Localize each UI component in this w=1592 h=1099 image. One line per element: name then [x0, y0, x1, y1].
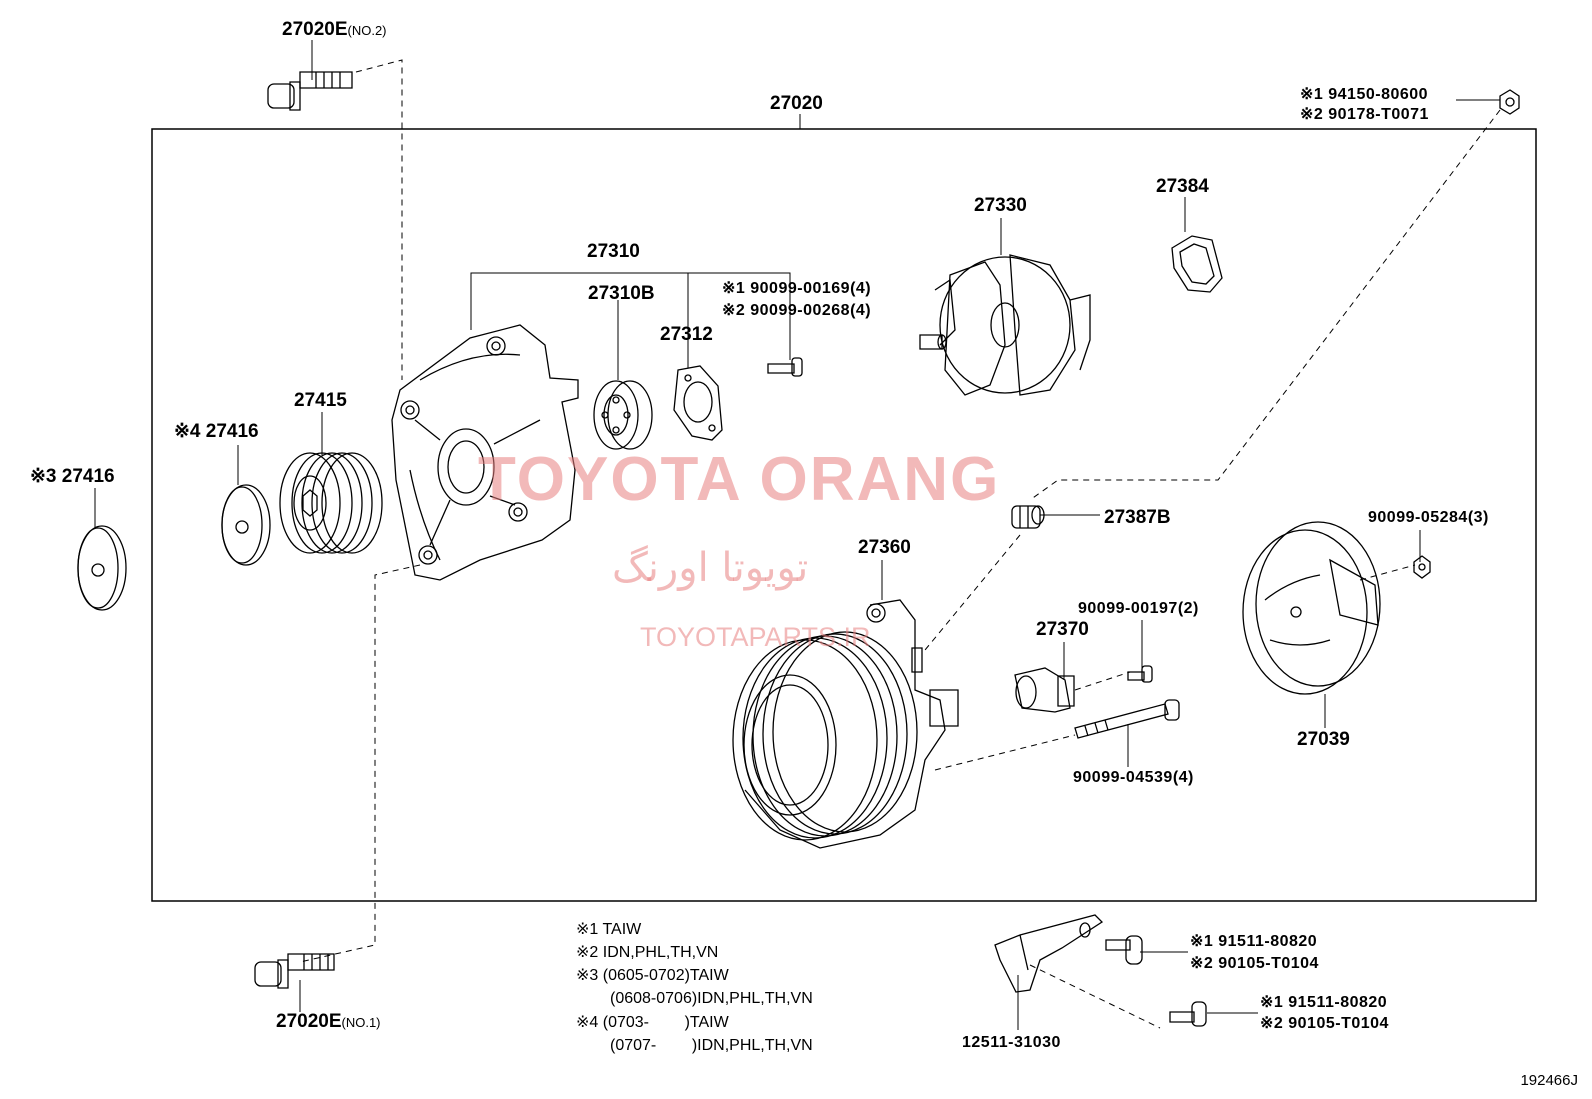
label-regulator-screw: 90099-00197(2): [1078, 600, 1199, 617]
label-cover: 27039: [1297, 729, 1350, 750]
label-screw-a2: ※2 90099-00268(4): [722, 302, 872, 319]
label-frame-b: 27310B: [588, 283, 655, 304]
label-bracket-bolt-a1: ※1 91511-80820: [1190, 933, 1318, 950]
leader-lines: [95, 40, 1500, 1030]
diagram-code: 192466J: [1520, 1072, 1578, 1089]
label-screw-r2: ※2 90178-T0071: [1300, 106, 1429, 123]
frame-screw-icon: [768, 358, 802, 376]
footnote-3b: (0608-0706)IDN,PHL,TH,VN: [610, 990, 813, 1007]
rear-cover-icon: [1243, 522, 1380, 694]
label-assembly: 27020: [770, 93, 823, 114]
label-bolt-no2: 27020E(NO.2): [282, 19, 387, 40]
label-bracket-bolt-b2: ※2 90105-T0104: [1260, 1015, 1389, 1032]
drive-end-frame-icon: [392, 325, 578, 580]
footnote-3: ※3 (0605-0702)TAIW: [576, 967, 729, 984]
washer-inner-icon: [222, 485, 270, 565]
label-terminal: 27387B: [1104, 507, 1171, 528]
stator-icon: [733, 600, 958, 848]
bolt-no2-icon: [268, 72, 352, 110]
label-pulley: 27415: [294, 390, 347, 411]
label-frame: 27310: [587, 241, 640, 262]
rotor-icon: [920, 255, 1090, 395]
collar-icon: [1172, 236, 1222, 292]
washer-outer-icon: [78, 526, 126, 610]
label-retainer: 27312: [660, 324, 713, 345]
label-nut: 90099-05284(3): [1368, 509, 1489, 526]
label-screw-r1: ※1 94150-80600: [1300, 86, 1429, 103]
terminal-icon: [1012, 506, 1044, 528]
watermark-site: TOYOTAPARTS.IR: [640, 622, 871, 652]
label-regulator: 27370: [1036, 619, 1089, 640]
nut-top-right-icon: [1500, 90, 1519, 114]
label-bracket: 12511-31030: [962, 1034, 1061, 1051]
label-bolt-no1-suffix: (NO.1): [341, 1015, 381, 1030]
pulley-icon: [280, 453, 382, 553]
bracket-icon: [995, 915, 1102, 992]
label-bracket-bolt-b1: ※1 91511-80820: [1260, 994, 1388, 1011]
retainer-icon: [674, 366, 722, 440]
label-bolt-no1: 27020E(NO.1): [276, 1011, 381, 1032]
bolt-no1-icon: [255, 954, 334, 988]
dashed-guides: [300, 60, 1500, 1028]
label-rotor: 27330: [974, 195, 1027, 216]
bracket-bolt-b-icon: [1170, 1002, 1206, 1026]
label-bracket-bolt-a2: ※2 90105-T0104: [1190, 955, 1319, 972]
watermark-title: TOYOTA ORANG: [478, 445, 1001, 514]
label-stator: 27360: [858, 537, 911, 558]
bracket-bolt-a-icon: [1106, 936, 1142, 964]
watermark-persian: تویوتا اورنگ: [612, 545, 809, 591]
label-through-bolt: 90099-04539(4): [1073, 769, 1194, 786]
label-collar: 27384: [1156, 176, 1209, 197]
label-screw-a1: ※1 90099-00169(4): [722, 280, 872, 297]
regulator-screw-icon: [1128, 666, 1152, 682]
footnote-2: ※2 IDN,PHL,TH,VN: [576, 944, 719, 961]
through-bolt-icon: [1075, 700, 1179, 738]
label-washer-inner: ※4 27416: [174, 421, 259, 442]
assembly-frame-box: [152, 129, 1536, 901]
label-washer-outer: ※3 27416: [30, 466, 115, 487]
footnote-4: ※4 (0703- )TAIW: [576, 1014, 729, 1031]
footnote-1: ※1 TAIW: [576, 921, 642, 938]
label-bolt-no2-suffix: (NO.2): [347, 23, 387, 38]
regulator-icon: [1015, 668, 1074, 712]
bearing-icon: [594, 381, 652, 449]
footnote-4b: (0707- )IDN,PHL,TH,VN: [610, 1037, 813, 1054]
cover-nut-icon: [1414, 556, 1430, 578]
